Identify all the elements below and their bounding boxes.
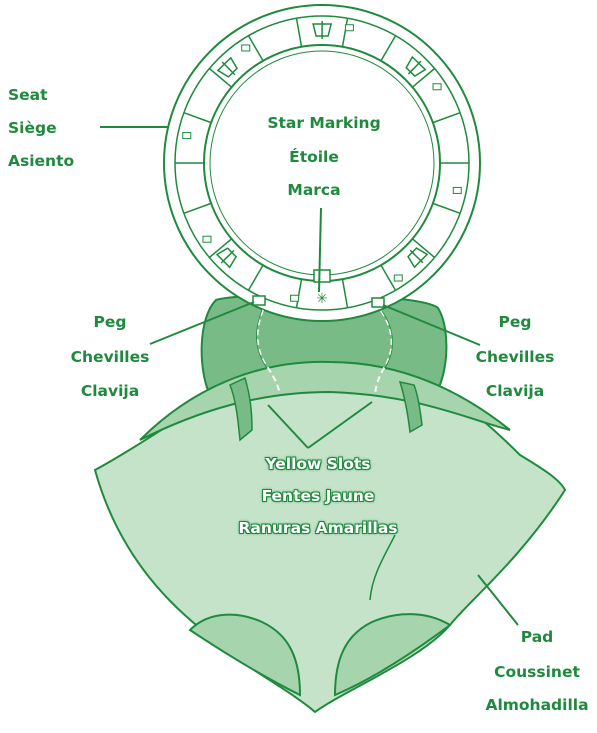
seat-slot-marker bbox=[394, 275, 402, 281]
star-label-es: Marca bbox=[287, 183, 340, 199]
seat-label-en: Seat bbox=[8, 88, 48, 104]
seat-clip-icon bbox=[313, 21, 331, 39]
slots-label-es: Ranuras Amarillas bbox=[238, 521, 397, 537]
pad-label-fr: Coussinet bbox=[494, 665, 580, 681]
seat-slot-marker bbox=[345, 25, 353, 31]
star-label-en: Star Marking bbox=[267, 116, 380, 132]
seat-slot-marker bbox=[453, 187, 461, 193]
pad-leader-line bbox=[478, 575, 518, 625]
peg-right-icon bbox=[372, 298, 384, 307]
slots-label-en: Yellow Slots bbox=[265, 457, 370, 473]
seat-slot-marker bbox=[242, 45, 250, 51]
seat-slot-marker bbox=[183, 133, 191, 139]
seat-slot-marker bbox=[203, 236, 211, 242]
seat-label-es: Asiento bbox=[8, 154, 74, 170]
slots-label-fr: Fentes Jaune bbox=[262, 489, 375, 505]
pad-label-en: Pad bbox=[521, 630, 554, 646]
peg-right-label-fr: Chevilles bbox=[476, 350, 555, 366]
seat-slot-marker bbox=[291, 295, 299, 301]
peg-left-label-en: Peg bbox=[94, 315, 127, 331]
peg-left-icon bbox=[253, 296, 265, 305]
seat-label-fr: Siège bbox=[8, 121, 57, 137]
star-marking-icon: ✳ bbox=[316, 291, 328, 307]
peg-right-label-en: Peg bbox=[499, 315, 532, 331]
pad-label-es: Almohadilla bbox=[485, 698, 588, 714]
star-label-fr: Étoile bbox=[289, 150, 339, 166]
seat-slot-marker bbox=[433, 84, 441, 90]
peg-left-label-es: Clavija bbox=[81, 384, 139, 400]
peg-right-label-es: Clavija bbox=[486, 384, 544, 400]
peg-left-label-fr: Chevilles bbox=[71, 350, 150, 366]
seat-bottom-clip bbox=[314, 270, 330, 282]
